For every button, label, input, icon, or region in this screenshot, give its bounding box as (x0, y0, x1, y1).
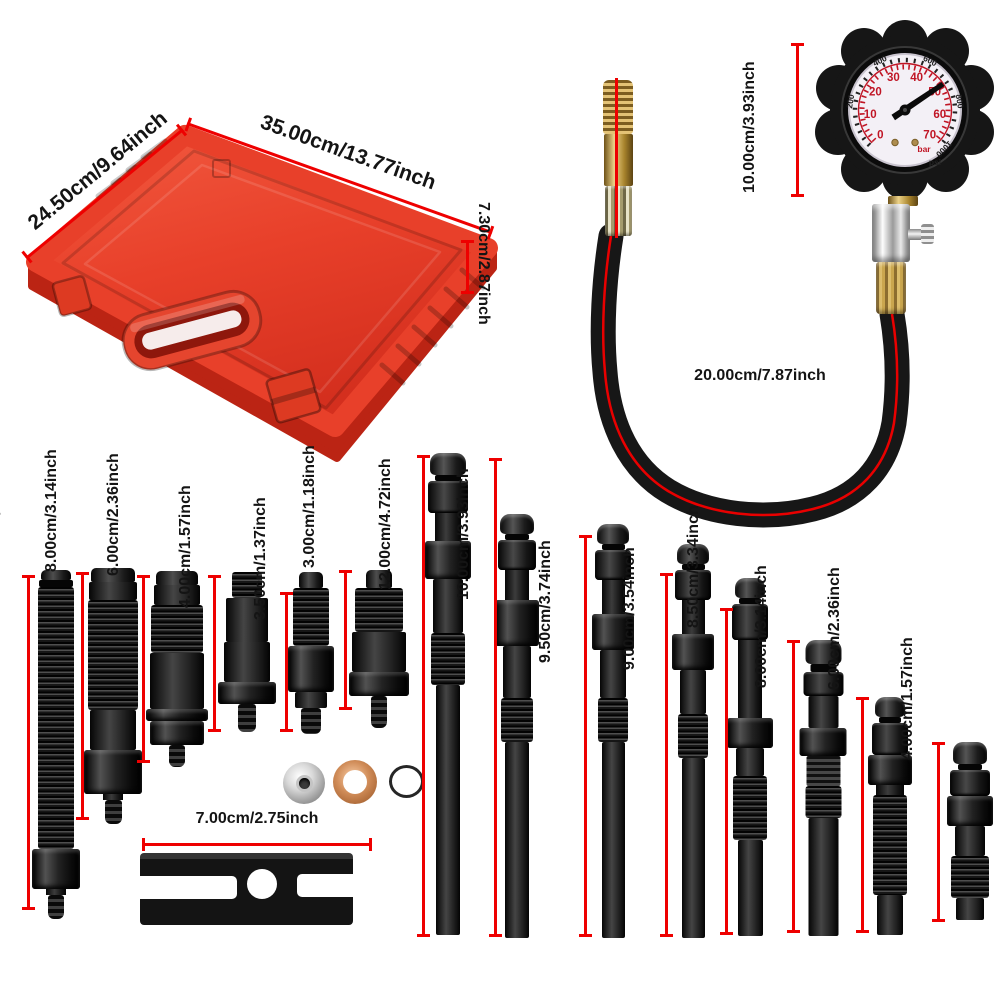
pressure-gauge: 0 10 20 30 40 50 60 70 200 400 600 800 1… (815, 20, 994, 200)
gauge-chrome-hex (872, 204, 910, 262)
adapter-9cm (672, 544, 714, 938)
hose-measure-line-segment (615, 78, 618, 238)
gauge-brass-collar (888, 196, 918, 206)
hose-coupler-ferrule (605, 186, 632, 236)
adapter-3cm (349, 570, 409, 728)
svg-text:800: 800 (954, 94, 966, 110)
adapter-8cm-b (799, 640, 847, 936)
measure-line (660, 573, 673, 937)
adapter-label: 9.00cm/3.54inch (621, 547, 638, 670)
hose-coupler-knurl (603, 80, 633, 134)
adapter-12cm-a (32, 570, 80, 919)
bracket-length-line (142, 838, 372, 851)
adapter-8cm-a (84, 568, 142, 824)
svg-text:70: 70 (923, 130, 936, 142)
hose-length-label: 20.00cm/7.87inch (694, 367, 826, 384)
bracket-length-label: 7.00cm/2.75inch (195, 810, 319, 827)
adapter-4cm-a (218, 572, 276, 732)
case-clasp-2 (51, 275, 93, 317)
gauge-height-label: 10.00cm/3.93inch (741, 61, 758, 193)
measure-line (579, 535, 592, 937)
h-bracket (126, 853, 408, 925)
measure-line (280, 592, 293, 732)
adapter-label: 12.00cm/4.72inch (377, 458, 394, 590)
tool-case (26, 125, 498, 462)
gauge-bar-unit: bar (917, 144, 931, 154)
case-logo (212, 159, 231, 178)
adapter-label: 3.00cm/1.18inch (301, 445, 318, 568)
measure-line (489, 458, 502, 937)
gauge-screw (891, 138, 899, 147)
adapter-6cm-a (146, 571, 208, 767)
case-handle (121, 289, 263, 372)
adapter-label: 6.00cm/2.36inch (826, 567, 843, 690)
gauge-bar-arc (857, 62, 953, 144)
svg-text:20: 20 (869, 86, 882, 98)
adapter-label: 12.00cm/4.72inch (0, 446, 4, 578)
gauge-hose-ferrule (876, 262, 906, 314)
svg-text:200: 200 (844, 93, 856, 109)
measure-line (720, 608, 733, 935)
case-ribs-right (379, 267, 486, 386)
relief-valve-button (921, 224, 934, 244)
adapter-4cm-b (947, 742, 993, 920)
measure-line (22, 575, 35, 910)
measure-line (932, 742, 945, 922)
adapter-label: 4.00cm/1.57inch (899, 637, 916, 760)
o-ring (389, 765, 424, 798)
adapter-label: 8.50cm/3.34inch (685, 505, 702, 628)
svg-text:60: 60 (933, 109, 946, 121)
svg-text:40: 40 (910, 72, 923, 84)
adapter-8-5cm (727, 578, 773, 936)
adapter-label: 6.00cm/2.36inch (105, 453, 122, 576)
adapter-label: 8.00cm/3.14inch (753, 565, 770, 688)
svg-text:10: 10 (864, 109, 877, 121)
adapter-label: 4.00cm/1.57inch (177, 485, 194, 608)
copper-washer (333, 760, 377, 804)
adapter-label: 9.50cm/3.74inch (537, 540, 554, 663)
measure-line (787, 640, 800, 933)
case-clasp (265, 368, 322, 424)
adapter-3-5cm (288, 572, 334, 734)
gauge-psi-unit: psi (929, 157, 941, 167)
case-top-face (26, 125, 498, 437)
hose-coupler-hex (604, 134, 633, 186)
measure-line (339, 570, 352, 710)
measure-line (856, 697, 869, 933)
adapter-6cm-b (868, 697, 912, 935)
gauge-height-line (791, 43, 804, 197)
measure-line (137, 575, 150, 763)
adapter-12cm-b (425, 453, 471, 935)
adapter-10cm (495, 514, 539, 938)
measure-line (208, 575, 221, 732)
steel-washer (283, 762, 325, 804)
hose-red-stripe (601, 235, 899, 517)
gauge-bar-ticks (859, 64, 951, 143)
adapter-label: 8.00cm/3.14inch (43, 449, 60, 572)
gauge-bar-numbers: 0 10 20 30 40 50 60 70 (864, 72, 946, 142)
adapter-label: 10.00cm/3.93inch (455, 468, 472, 600)
adapter-label: 3.50cm/1.37inch (252, 497, 269, 620)
svg-text:30: 30 (887, 72, 900, 84)
case-height-line (461, 240, 474, 294)
measure-line (417, 455, 430, 937)
adapter-9-5cm (592, 524, 634, 938)
gauge-screw (911, 138, 919, 147)
measure-line (76, 572, 89, 820)
relief-valve-stem (908, 229, 924, 240)
svg-text:0: 0 (877, 130, 883, 142)
